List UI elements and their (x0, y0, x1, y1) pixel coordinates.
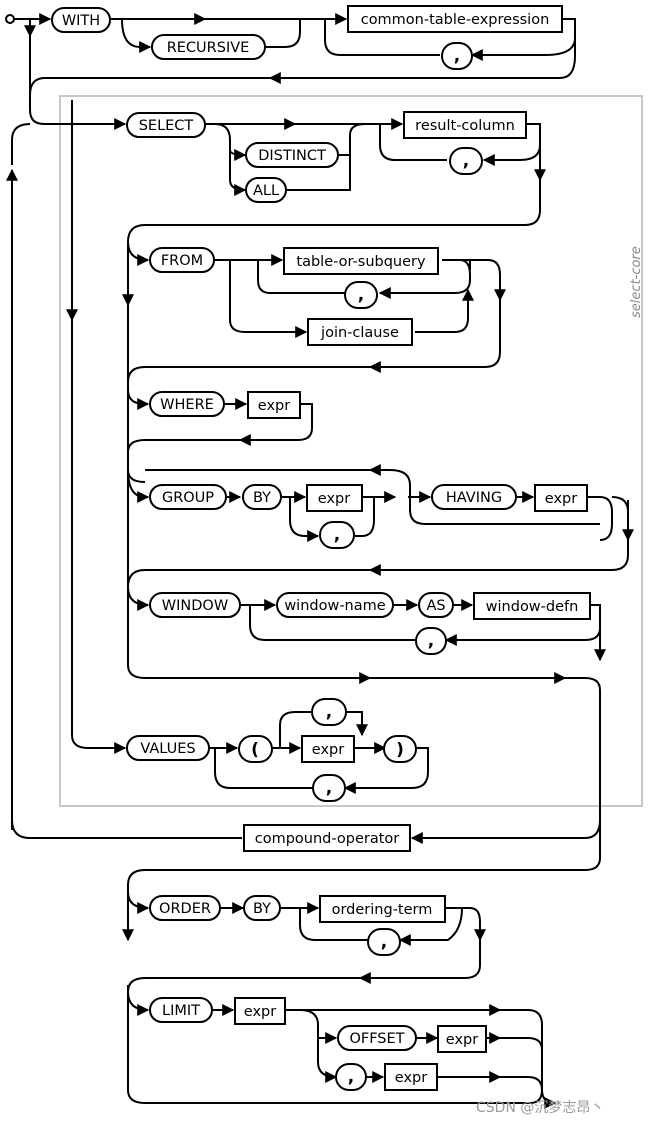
svg-text:SELECT: SELECT (139, 118, 194, 134)
select-core-frame (59, 95, 643, 807)
box-result-column: result-column (403, 111, 527, 139)
keyword-limit: LIMIT (149, 997, 213, 1023)
svg-text:expr: expr (395, 1070, 427, 1086)
svg-text:WITH: WITH (62, 13, 100, 29)
comma-table: , (344, 281, 378, 309)
watermark-text: CSDN @沉梦志昂丶 (476, 1100, 604, 1116)
svg-text:WINDOW: WINDOW (162, 598, 228, 614)
svg-text:,: , (348, 1067, 354, 1087)
keyword-by-order: BY (243, 895, 281, 921)
comma-result-column: , (449, 147, 483, 175)
box-values-expr: expr (301, 735, 355, 763)
svg-text:,: , (463, 151, 469, 171)
box-table-or-subquery: table-or-subquery (283, 247, 439, 275)
box-offset-expr: expr (437, 1025, 487, 1053)
keyword-select: SELECT (126, 112, 206, 138)
keyword-order: ORDER (149, 895, 221, 921)
svg-text:): ) (396, 740, 404, 760)
svg-text:DISTINCT: DISTINCT (258, 148, 326, 164)
svg-text:ALL: ALL (253, 183, 279, 199)
box-join-clause: join-clause (307, 318, 413, 346)
svg-text:expr: expr (312, 742, 344, 758)
keyword-as: AS (418, 592, 454, 618)
svg-text:VALUES: VALUES (140, 741, 195, 757)
window-name-term: window-name (276, 592, 394, 618)
svg-text:,: , (334, 525, 340, 545)
svg-text:compound-operator: compound-operator (255, 831, 400, 847)
right-paren: ) (383, 735, 417, 763)
svg-text:,: , (326, 702, 332, 722)
select-core-label: select-core (629, 246, 644, 318)
keyword-where: WHERE (149, 391, 225, 417)
svg-text:,: , (454, 46, 460, 66)
svg-text:FROM: FROM (161, 253, 203, 269)
box-having-expr: expr (534, 484, 588, 512)
svg-text:HAVING: HAVING (446, 490, 502, 506)
box-window-defn: window-defn (473, 592, 591, 620)
svg-text:OFFSET: OFFSET (349, 1031, 404, 1047)
box-comma-offset-expr: expr (384, 1063, 438, 1091)
box-where-expr: expr (247, 391, 301, 419)
keyword-offset: OFFSET (337, 1025, 417, 1051)
box-compound-operator: compound-operator (243, 824, 411, 852)
svg-text:LIMIT: LIMIT (162, 1003, 200, 1019)
box-limit-expr: expr (234, 997, 286, 1025)
keyword-having: HAVING (431, 484, 517, 510)
comma-group-expr: , (319, 521, 355, 549)
svg-text:expr: expr (244, 1004, 276, 1020)
left-paren: ( (238, 735, 273, 763)
svg-text:expr: expr (545, 491, 577, 507)
svg-text:join-clause: join-clause (320, 325, 399, 341)
svg-text:,: , (358, 285, 364, 305)
svg-text:(: ( (251, 740, 259, 760)
svg-text:expr: expr (446, 1032, 478, 1048)
svg-text:expr: expr (318, 491, 350, 507)
comma-values-expr: , (311, 698, 347, 726)
svg-text:expr: expr (258, 398, 290, 414)
svg-text:window-name: window-name (284, 598, 385, 614)
svg-text:ordering-term: ordering-term (332, 902, 433, 918)
svg-text:AS: AS (426, 598, 445, 614)
keyword-group: GROUP (149, 484, 227, 510)
svg-text:table-or-subquery: table-or-subquery (296, 254, 426, 270)
svg-text:ORDER: ORDER (159, 901, 211, 917)
keyword-all: ALL (245, 177, 287, 203)
svg-text:BY: BY (253, 901, 271, 917)
keyword-from: FROM (149, 247, 215, 273)
keyword-values: VALUES (126, 735, 210, 761)
comma-window: , (415, 627, 447, 655)
keyword-by-group: BY (242, 484, 282, 510)
comma-cte: , (441, 42, 473, 70)
svg-text:window-defn: window-defn (486, 599, 579, 615)
keyword-distinct: DISTINCT (245, 142, 339, 168)
svg-text:,: , (428, 631, 434, 651)
box-ordering-term: ordering-term (319, 895, 446, 923)
svg-text:,: , (326, 778, 332, 798)
box-group-expr: expr (306, 484, 363, 512)
svg-text:GROUP: GROUP (162, 490, 214, 506)
keyword-with: WITH (51, 7, 111, 33)
comma-ordering: , (367, 928, 401, 956)
svg-text:,: , (381, 932, 387, 952)
svg-text:BY: BY (253, 490, 271, 506)
svg-text:common-table-expression: common-table-expression (361, 12, 550, 28)
keyword-window: WINDOW (149, 592, 241, 618)
svg-text:result-column: result-column (415, 118, 515, 134)
svg-text:RECURSIVE: RECURSIVE (167, 40, 250, 56)
comma-values-row: , (312, 774, 346, 802)
connector-lines (5, 13, 634, 1109)
svg-text:WHERE: WHERE (160, 397, 214, 413)
keyword-recursive: RECURSIVE (151, 34, 266, 60)
box-common-table-expression: common-table-expression (347, 5, 563, 33)
comma-limit: , (335, 1063, 367, 1091)
